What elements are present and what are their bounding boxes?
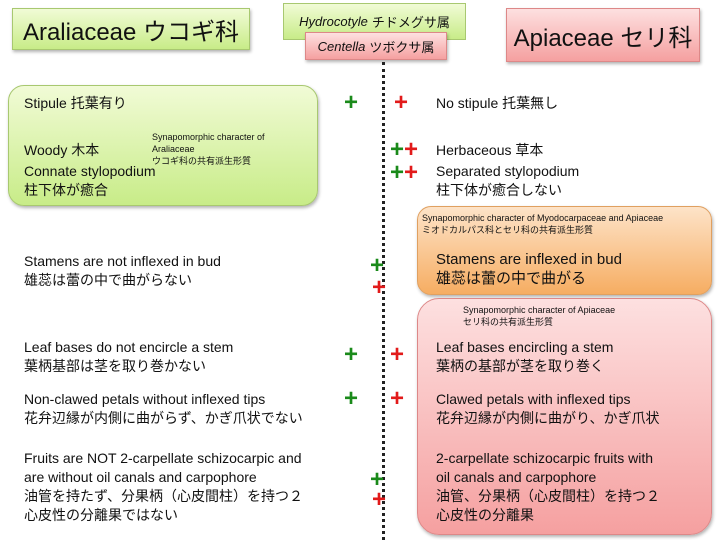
en: Separated stylopodium <box>436 163 580 179</box>
plus-hydrocotyle-icon: + <box>344 385 359 412</box>
en: Synapomorphic character of Myodocarpacea… <box>422 213 664 223</box>
right-fruits: 2-carpellate schizocarpic fruits with oil… <box>436 449 660 525</box>
genus-name: Centella <box>317 38 366 54</box>
en: oil canals and carpophore <box>436 469 597 485</box>
divider-line <box>382 62 385 540</box>
araliaceae-character-box <box>8 85 318 206</box>
connate-en: Connate stylopodium <box>24 163 156 179</box>
plus-hydrocotyle-icon: + <box>390 159 405 186</box>
genus-jp: ツボクサ属 <box>369 39 435 55</box>
en: 2-carpellate schizocarpic fruits with <box>436 450 654 466</box>
myodocarpaceae-apiaceae-box <box>417 206 712 295</box>
synapo-jp: ウコギ科の共有派生形質 <box>152 156 252 166</box>
right-leaf: Leaf bases encircling a stem 葉柄の基部が茎を取り巻く <box>436 338 613 376</box>
right-stipule: No stipule 托葉無し <box>436 95 559 111</box>
plus-centella-icon: + <box>404 136 419 163</box>
en: Stamens are not inflexed in bud <box>24 253 221 269</box>
plus-centella-icon: + <box>372 274 387 301</box>
plus-centella-icon: + <box>390 341 405 368</box>
plus-centella-icon: + <box>372 486 387 513</box>
right-separated: Separated stylopodium 柱下体が癒合しない <box>436 162 579 200</box>
plus-centella-icon: + <box>390 385 405 412</box>
right-herb: Herbaceous 草本 <box>436 142 544 158</box>
genus-jp: チドメグサ属 <box>371 15 450 30</box>
en: Leaf bases encircling a stem <box>436 339 614 355</box>
left-stamens: Stamens are not inflexed in bud 雄蕊は蕾の中で曲が… <box>24 252 221 290</box>
jp: ミオドカルパス科とセリ科の共有派生形質 <box>422 225 594 235</box>
genus-name: Hydrocotyle <box>299 14 368 29</box>
jp: 油管を持たず、分果柄（心皮間柱）を持つ２ <box>24 488 304 504</box>
jp: 雄蕊は蕾の中で曲がらない <box>24 272 192 288</box>
jp: セリ科の共有派生形質 <box>463 317 554 327</box>
connate-text: Connate stylopodium 柱下体が癒合 <box>24 162 156 200</box>
en: Clawed petals with inflexed tips <box>436 391 631 407</box>
jp: 柱下体が癒合しない <box>436 182 562 198</box>
en: Leaf bases do not encircle a stem <box>24 339 234 355</box>
en: Non-clawed petals without inflexed tips <box>24 391 266 407</box>
jp: 花弁辺縁が内側に曲がらず、かぎ爪状でない <box>24 410 303 426</box>
jp: 花弁辺縁が内側に曲がり、かぎ爪状 <box>436 410 660 426</box>
jp: 葉柄基部は茎を取り巻かない <box>24 358 206 374</box>
left-leaf: Leaf bases do not encircle a stem 葉柄基部は茎を… <box>24 338 233 376</box>
connate-jp: 柱下体が癒合 <box>24 182 108 198</box>
jp: 心皮性の分離果ではない <box>24 507 178 523</box>
synapo-note: Synapomorphic character of Araliaceae ウコギ科… <box>152 131 265 167</box>
left-fruits: Fruits are NOT 2-carpellate schizocarpic… <box>24 449 303 525</box>
pink-synapo: Synapomorphic character of Apiaceae セリ科の共… <box>463 304 615 328</box>
en: Synapomorphic character of Apiaceae <box>463 305 616 315</box>
plus-hydrocotyle-icon: + <box>370 466 385 493</box>
en: Stamens are inflexed in bud <box>436 251 622 268</box>
plus-hydrocotyle-icon: + <box>344 89 359 116</box>
en: Fruits are NOT 2-carpellate schizocarpic… <box>24 450 302 466</box>
plus-hydrocotyle-icon: + <box>390 136 405 163</box>
jp: 葉柄の基部が茎を取り巻く <box>436 358 604 374</box>
plus-hydrocotyle-icon: + <box>370 252 385 279</box>
apiaceae-synapo-box <box>417 298 712 535</box>
synapo-line: Araliaceae <box>152 144 195 154</box>
jp: 油管、分果柄（心皮間柱）を持つ２ <box>436 488 660 504</box>
araliaceae-title: Araliaceae ウコギ科 <box>12 8 250 50</box>
jp: 心皮性の分離果 <box>436 507 534 523</box>
stipule-text: Stipule 托葉有り <box>24 95 127 111</box>
jp: 雄蕊は蕾の中で曲がる <box>436 270 587 287</box>
apiaceae-title: Apiaceae セリ科 <box>506 8 700 62</box>
right-petals: Clawed petals with inflexed tips 花弁辺縁が内側に… <box>436 390 659 428</box>
orange-synapo: Synapomorphic character of Myodocarpacea… <box>422 212 663 236</box>
right-stamens: Stamens are inflexed in bud 雄蕊は蕾の中で曲がる <box>436 250 622 288</box>
left-petals: Non-clawed petals without inflexed tips 花… <box>24 390 303 428</box>
plus-hydrocotyle-icon: + <box>344 341 359 368</box>
en: are without oil canals and carpophore <box>24 469 257 485</box>
plus-centella-icon: + <box>394 89 409 116</box>
plus-centella-icon: + <box>404 159 419 186</box>
woody-text: Woody 木本 <box>24 142 100 158</box>
synapo-line: Synapomorphic character of <box>152 132 265 142</box>
